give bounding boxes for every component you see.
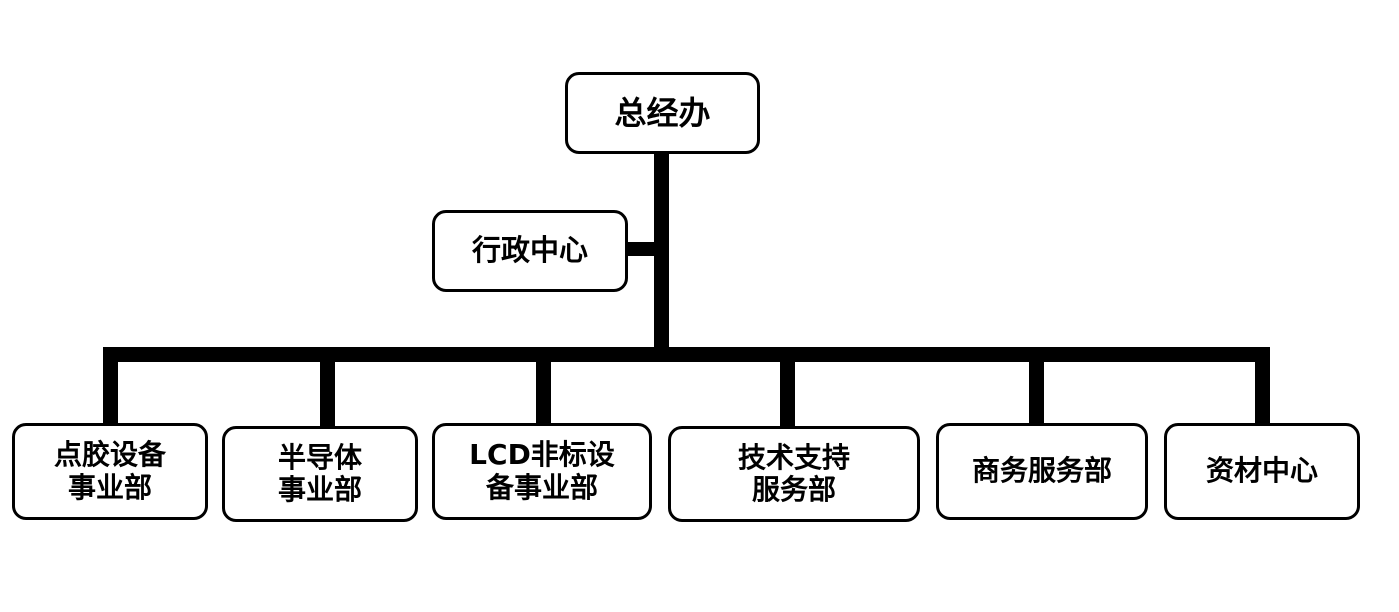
- dept-connector-line: [320, 360, 335, 428]
- dept-label-line1: 点胶设备: [53, 438, 166, 472]
- dept-connector-line: [780, 360, 795, 428]
- root-trunk-line: [654, 152, 669, 357]
- dept-label-line2: 服务部: [751, 473, 836, 506]
- dept-label-line1: LCD非标设: [469, 438, 615, 472]
- root-node-box: 总经办: [565, 72, 760, 154]
- dept-box-semiconductor: 半导体 事业部: [222, 426, 418, 522]
- side-node-label: 行政中心: [471, 233, 588, 268]
- root-node-label: 总经办: [614, 93, 711, 132]
- dept-connector-line: [1255, 360, 1270, 426]
- dept-box-tech-support: 技术支持 服务部: [668, 426, 920, 522]
- dept-label-line1: 商务服务部: [971, 454, 1112, 488]
- dept-label-line1: 技术支持: [737, 440, 850, 474]
- side-branch-line: [626, 242, 656, 256]
- dept-connector-line: [536, 360, 551, 426]
- dept-box-business-service: 商务服务部: [936, 423, 1148, 520]
- dept-label-line1: 半导体: [277, 440, 362, 474]
- dept-label-line2: 事业部: [67, 470, 152, 504]
- dept-box-lcd: LCD非标设 备事业部: [432, 423, 652, 520]
- dept-label-line2: 事业部: [277, 473, 362, 506]
- side-node-box: 行政中心: [432, 210, 628, 292]
- horizontal-bus-line: [103, 347, 1270, 362]
- dept-connector-line: [103, 360, 118, 426]
- dept-box-dispensing: 点胶设备 事业部: [12, 423, 208, 520]
- dept-box-materials-center: 资材中心: [1164, 423, 1360, 520]
- dept-label-line1: 资材中心: [1205, 454, 1318, 488]
- dept-connector-line: [1029, 360, 1044, 426]
- dept-label-line2: 备事业部: [485, 470, 598, 504]
